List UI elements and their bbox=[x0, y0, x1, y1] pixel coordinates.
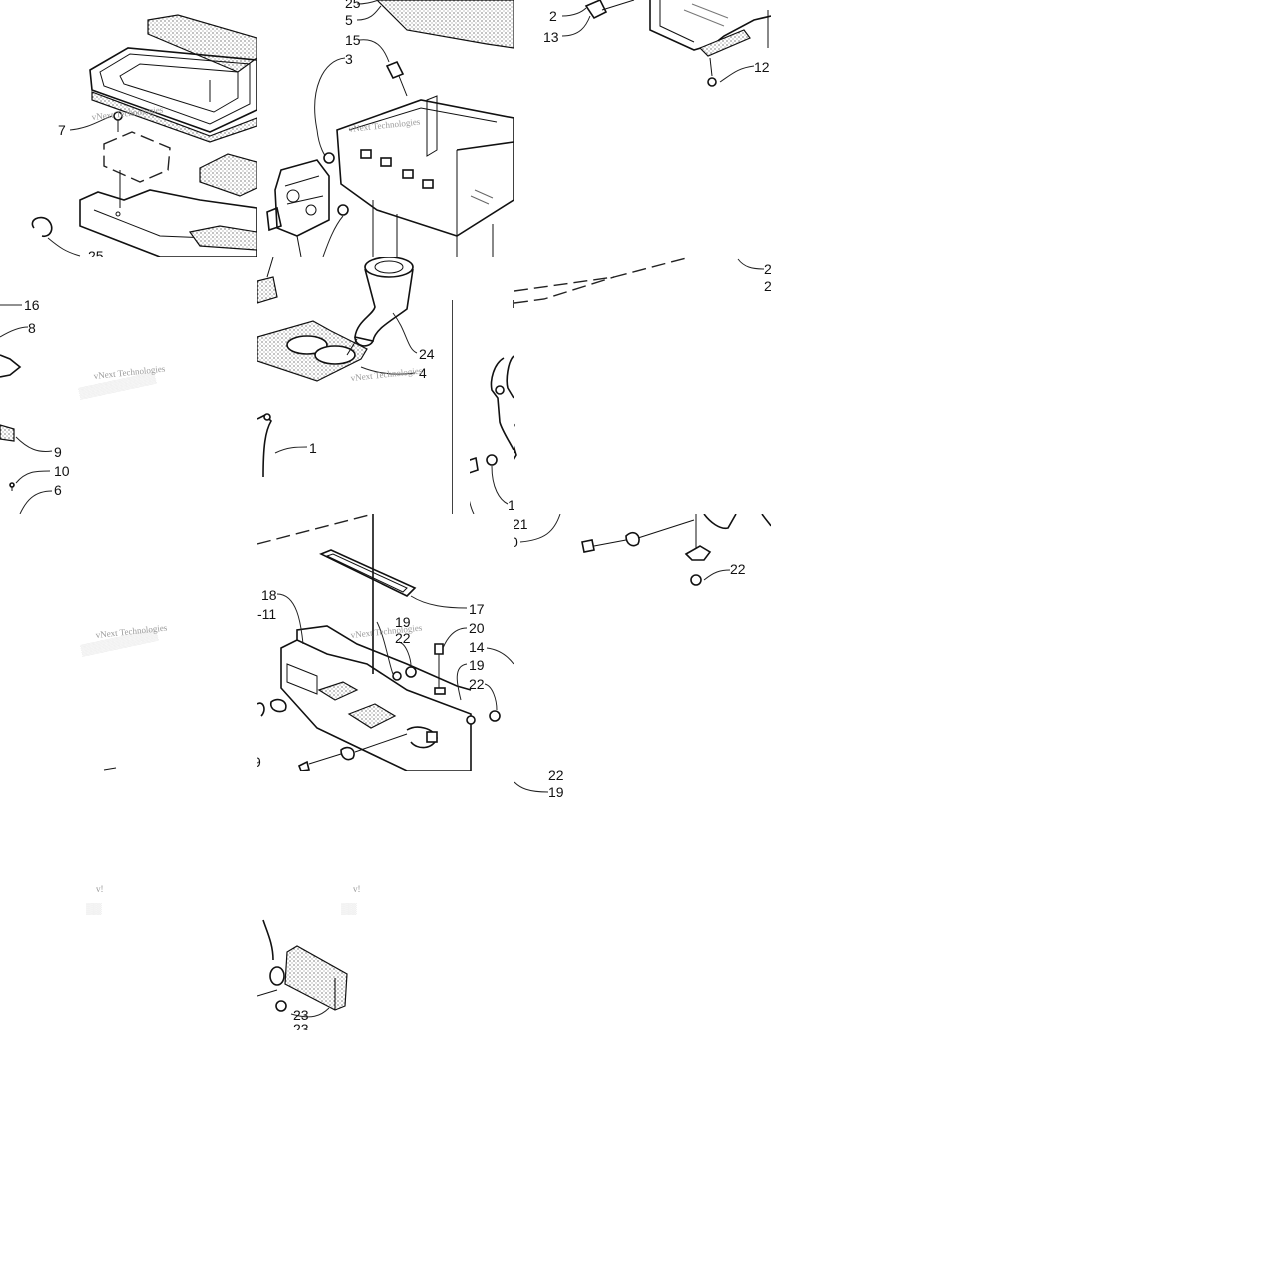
callout-label: 14 bbox=[469, 639, 485, 655]
callout-label: 23 bbox=[293, 1007, 309, 1023]
diagram-tile-bracket-bolts: 21 0 22 bbox=[514, 514, 771, 614]
diagram-tile-mounting-bracket: 1 bbox=[514, 257, 771, 514]
diagram-tile-intake-fasteners: 16 8 9 10 6 ▒▒▒▒▒▒▒▒▒▒ vNext Technologie… bbox=[0, 257, 257, 514]
diagram-tile-air-silencer: 2 13 12 bbox=[514, 0, 771, 257]
watermark-fragment: v! bbox=[353, 884, 361, 894]
callout-label: 0 bbox=[514, 534, 518, 550]
callout-label: -11 bbox=[257, 606, 276, 622]
callout-label: 12 bbox=[754, 59, 770, 75]
diagram-tile-watermark-left: ▒▒▒▒▒▒▒▒▒▒ vNext Technologies bbox=[0, 514, 257, 771]
diagram-tile-air-box-lid: 7 25 vNext Technologies bbox=[0, 0, 257, 257]
diagram-tile-lower-fasteners: 22 19 bbox=[514, 752, 574, 802]
callout-label: 22 bbox=[469, 676, 485, 692]
callout-label: 19 bbox=[469, 657, 485, 673]
callout-label: 1 bbox=[508, 497, 514, 513]
callout-label: 21 bbox=[514, 516, 528, 532]
callout-label: 15 bbox=[345, 32, 361, 48]
diagram-tile-intake-manifold: 18 -11 19 22 17 20 14 19 22 9 vNext Tech… bbox=[257, 514, 514, 771]
callout-label: 7 bbox=[58, 122, 66, 138]
callout-label: 24 bbox=[419, 346, 435, 362]
callout-label: 22 bbox=[395, 630, 411, 646]
callout-label: 19 bbox=[395, 614, 411, 630]
callout-label: 23 bbox=[293, 1021, 309, 1030]
diagram-tile-carburetor-housing: 25 5 15 3 vNext Technologies bbox=[257, 0, 514, 257]
callout-label: 1 bbox=[309, 440, 317, 456]
callout-label: 16 bbox=[24, 297, 40, 313]
callout-label: 22 bbox=[730, 561, 746, 577]
callout-label: 17 bbox=[469, 601, 485, 617]
callout-label: 25 bbox=[345, 0, 361, 11]
callout-label: 8 bbox=[28, 320, 36, 336]
callout-label: 9 bbox=[54, 444, 62, 460]
diagram-tile-foam-filter: v! ▒▒ 23 23 bbox=[257, 880, 377, 1030]
watermark-shadow: ▒▒ bbox=[86, 902, 102, 915]
callout-label: 2 bbox=[764, 261, 771, 277]
callout-label: 4 bbox=[419, 365, 427, 381]
watermark-shadow: ▒▒ bbox=[341, 902, 357, 915]
callout-label: 9 bbox=[257, 754, 261, 770]
callout-label: 2 bbox=[549, 8, 557, 24]
callout-label: 25 bbox=[88, 248, 104, 257]
callout-label: 19 bbox=[548, 784, 564, 800]
diagram-tile-silencer-edge: 2 20 bbox=[514, 257, 771, 514]
callout-label: 13 bbox=[543, 29, 559, 45]
callout-label: 3 bbox=[345, 51, 353, 67]
callout-label: 6 bbox=[54, 482, 62, 498]
watermark: vNext Technologies bbox=[350, 622, 423, 640]
callout-label: 20 bbox=[469, 620, 485, 636]
diagram-tile-bracket-arm: 1 bbox=[470, 350, 514, 514]
diagram-tile-watermark-fragment: v! ▒▒ bbox=[80, 880, 120, 920]
watermark: vNext Technologies bbox=[350, 365, 423, 383]
callout-label: 10 bbox=[54, 463, 70, 479]
watermark-fragment: v! bbox=[96, 884, 104, 894]
callout-label: 5 bbox=[345, 12, 353, 28]
callout-label: 18 bbox=[261, 587, 277, 603]
callout-label: 22 bbox=[548, 767, 564, 783]
callout-label: 20 bbox=[764, 278, 771, 294]
